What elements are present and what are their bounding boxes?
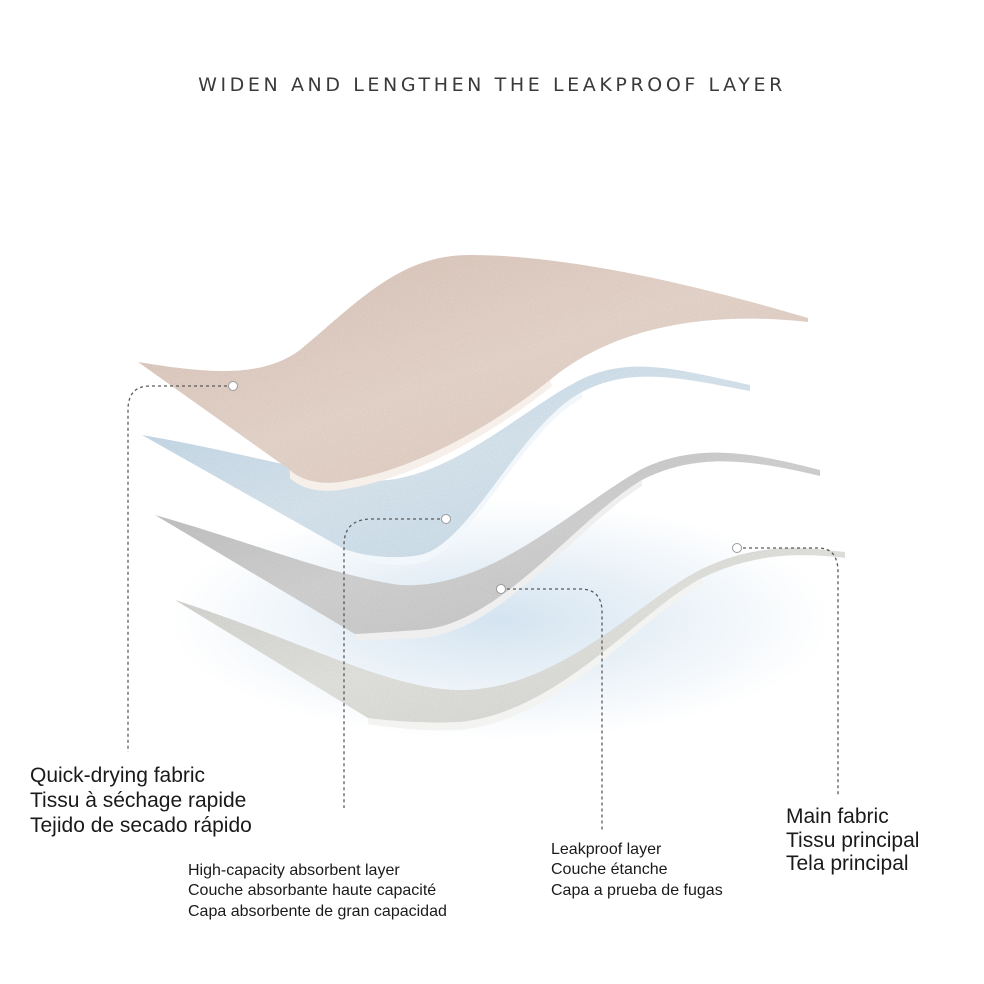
absorbent-label: High-capacity absorbent layer Couche abs… <box>188 861 447 922</box>
absorbent-marker <box>441 514 451 524</box>
main-fabric-label-fr: Tissu principal <box>786 828 920 852</box>
absorbent-label-en: High-capacity absorbent layer <box>188 862 400 879</box>
quick-drying-label: Quick-drying fabric Tissu à séchage rapi… <box>30 764 252 838</box>
main-fabric-label: Main fabric Tissu principal Tela princip… <box>786 805 919 876</box>
main-fabric-layer <box>175 547 845 731</box>
leakproof-label-fr: Couche étanche <box>551 861 668 879</box>
absorbent-leader <box>343 518 446 808</box>
diagram-title: WIDEN AND LENGTHEN THE LEAKPROOF LAYER <box>198 74 786 96</box>
leakproof-label-en: Leakproof layer <box>551 841 662 858</box>
quick-drying-label-es: Tejido de secado rápido <box>30 813 252 837</box>
main-fabric-leader <box>737 547 839 795</box>
leakproof-marker <box>496 584 506 594</box>
absorbent-label-es: Capa absorbente de gran capacidad <box>188 902 447 920</box>
quick-drying-label-fr: Tissu à séchage rapide <box>30 788 247 812</box>
leakproof-layer <box>155 452 820 640</box>
main-fabric-marker <box>732 543 742 553</box>
leakproof-label-es: Capa a prueba de fugas <box>551 881 723 899</box>
leakproof-leader <box>501 588 603 832</box>
quick-drying-layer <box>138 255 808 491</box>
main-fabric-label-en: Main fabric <box>786 805 889 828</box>
main-fabric-label-es: Tela principal <box>786 852 909 876</box>
leakproof-label: Leakproof layer Couche étanche Capa a pr… <box>551 840 723 901</box>
quick-drying-marker <box>228 381 238 391</box>
absorbent-label-fr: Couche absorbante haute capacité <box>188 882 437 900</box>
quick-drying-label-en: Quick-drying fabric <box>30 764 206 787</box>
absorbent-layer <box>142 366 750 565</box>
quick-drying-leader <box>127 385 233 752</box>
